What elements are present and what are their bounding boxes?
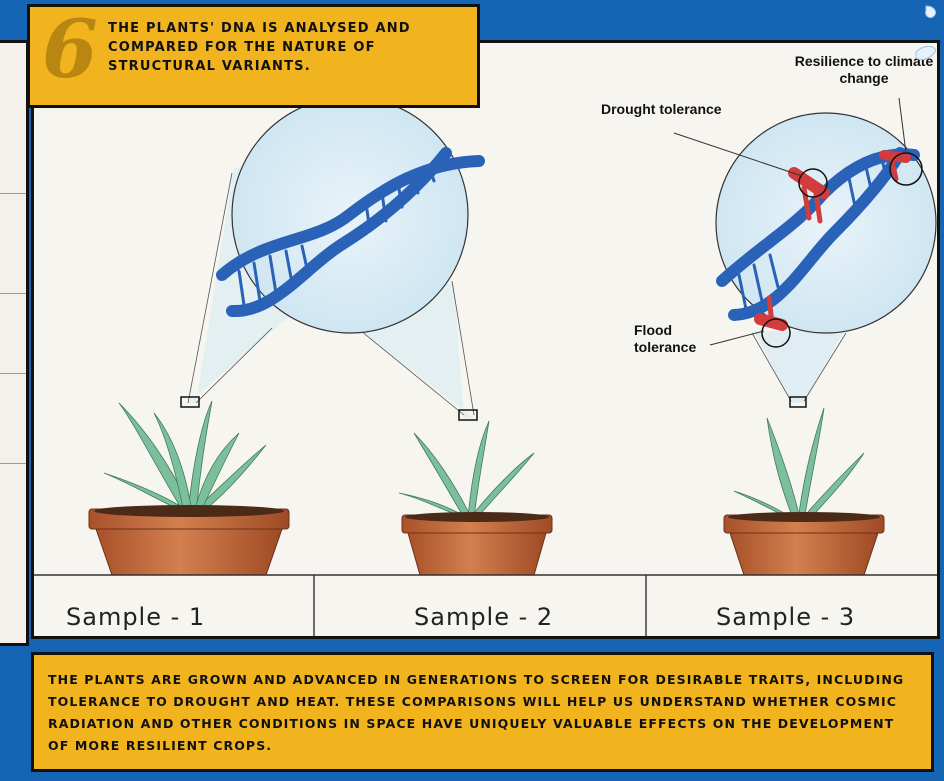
sample-label-2: Sample - 2: [414, 603, 553, 631]
step-number: 6: [42, 9, 98, 89]
magnifier-circle-3: [716, 113, 936, 333]
bottom-caption-box: The plants are grown and advanced in gen…: [31, 652, 934, 772]
callout-flood: Flood tolerance: [634, 322, 714, 356]
satellite-icon: [906, 2, 940, 72]
pot-2: [402, 512, 552, 575]
plant-2: [399, 421, 534, 519]
sample-label-3: Sample - 3: [716, 603, 855, 631]
zoom-cone-3: [754, 331, 844, 403]
bottom-caption-text: The plants are grown and advanced in gen…: [48, 669, 918, 757]
adjacent-panel-edge: [0, 40, 29, 646]
sample-label-1: Sample - 1: [66, 603, 205, 631]
step-caption-box: 6 The plants' DNA is analysed and compar…: [27, 4, 480, 108]
plant-1: [104, 401, 266, 515]
plant-3: [734, 408, 864, 523]
pot-3: [724, 512, 884, 575]
callout-drought: Drought tolerance: [601, 101, 722, 118]
step-caption: The plants' DNA is analysed and compared…: [108, 19, 476, 76]
comic-panel: Drought tolerance Resilience to climate …: [31, 40, 940, 639]
pot-1: [89, 505, 289, 575]
illustration: [34, 43, 937, 636]
